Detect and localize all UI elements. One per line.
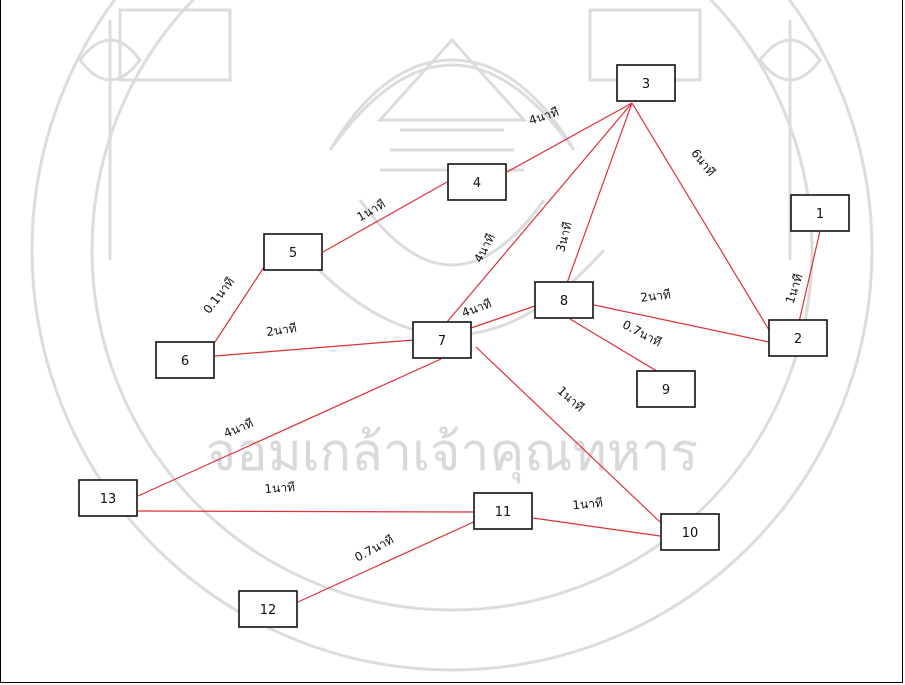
edge-3-7 xyxy=(446,102,633,323)
watermark-text: จอมเกล้าเจ้าคุณทหาร xyxy=(206,423,698,484)
edge-11-12 xyxy=(297,519,479,603)
node-box-7 xyxy=(412,321,472,359)
node-label-4: 4 xyxy=(473,176,481,191)
node-label-6: 6 xyxy=(181,354,189,369)
edge-label-11-10: 1นาที xyxy=(572,496,604,513)
node-box-3 xyxy=(616,64,676,102)
edge-8-2 xyxy=(593,304,770,343)
edges-layer xyxy=(137,102,821,603)
edge-label-5-6: 0.1นาที xyxy=(200,275,237,317)
node-11: 11 xyxy=(473,492,533,530)
node-box-2 xyxy=(768,319,828,357)
node-box-4 xyxy=(447,163,507,201)
edge-label-7-13: 4นาที xyxy=(222,416,256,440)
node-label-13: 13 xyxy=(100,492,117,507)
node-box-13 xyxy=(78,479,138,517)
node-label-8: 8 xyxy=(560,294,568,309)
edge-7-10 xyxy=(475,346,661,523)
node-10: 10 xyxy=(660,513,720,551)
node-box-8 xyxy=(534,281,594,319)
edge-label-6-7: 2นาที xyxy=(265,321,297,339)
edge-label-3-7: 4นาที xyxy=(471,231,498,265)
edge-label-4-5: 1นาที xyxy=(354,197,387,224)
node-label-12: 12 xyxy=(260,603,277,618)
edge-label-8-2: 2นาที xyxy=(640,287,672,305)
node-label-3: 3 xyxy=(642,77,650,92)
node-1: 1 xyxy=(790,194,850,232)
edge-label-8-9: 0.7นาที xyxy=(620,317,664,349)
edge-label-13-11: 1นาที xyxy=(264,480,295,496)
edge-label-7-10: 1นาที xyxy=(555,384,587,415)
node-box-1 xyxy=(790,194,850,232)
edge-3-8 xyxy=(566,102,633,284)
edge-6-7 xyxy=(214,339,414,357)
edge-11-10 xyxy=(532,517,661,537)
edge-label-3-4: 4นาที xyxy=(527,105,560,128)
node-6: 6 xyxy=(155,341,215,379)
node-box-9 xyxy=(636,370,696,408)
node-box-12 xyxy=(238,590,298,628)
node-label-11: 11 xyxy=(495,505,512,520)
node-label-5: 5 xyxy=(289,246,297,261)
node-9: 9 xyxy=(636,370,696,408)
node-box-5 xyxy=(263,233,323,271)
edge-label-3-8: 3นาที xyxy=(553,220,574,253)
edge-13-11 xyxy=(137,510,474,513)
edge-3-2 xyxy=(631,102,770,331)
node-box-6 xyxy=(155,341,215,379)
edge-label-3-2: 6นาที xyxy=(688,146,718,179)
node-box-11 xyxy=(473,492,533,530)
node-label-7: 7 xyxy=(438,334,446,349)
edge-label-1-2: 1นาที xyxy=(783,272,806,305)
node-5: 5 xyxy=(263,233,323,271)
node-label-2: 2 xyxy=(794,332,802,347)
node-label-9: 9 xyxy=(662,383,670,398)
edge-5-6 xyxy=(214,266,265,343)
node-4: 4 xyxy=(447,163,507,201)
node-label-10: 10 xyxy=(682,526,699,541)
node-13: 13 xyxy=(78,479,138,517)
node-box-10 xyxy=(660,513,720,551)
node-7: 7 xyxy=(412,321,472,359)
edge-3-4 xyxy=(506,102,633,173)
edge-8-9 xyxy=(569,318,661,374)
node-12: 12 xyxy=(238,590,298,628)
node-8: 8 xyxy=(534,281,594,319)
edge-1-2 xyxy=(798,230,821,323)
edge-label-11-12: 0.7นาที xyxy=(352,532,396,564)
node-label-1: 1 xyxy=(816,207,824,222)
edge-7-8 xyxy=(470,305,536,329)
node-2: 2 xyxy=(768,319,828,357)
node-3: 3 xyxy=(616,64,676,102)
edge-4-5 xyxy=(322,181,448,253)
edge-7-13 xyxy=(137,358,442,497)
